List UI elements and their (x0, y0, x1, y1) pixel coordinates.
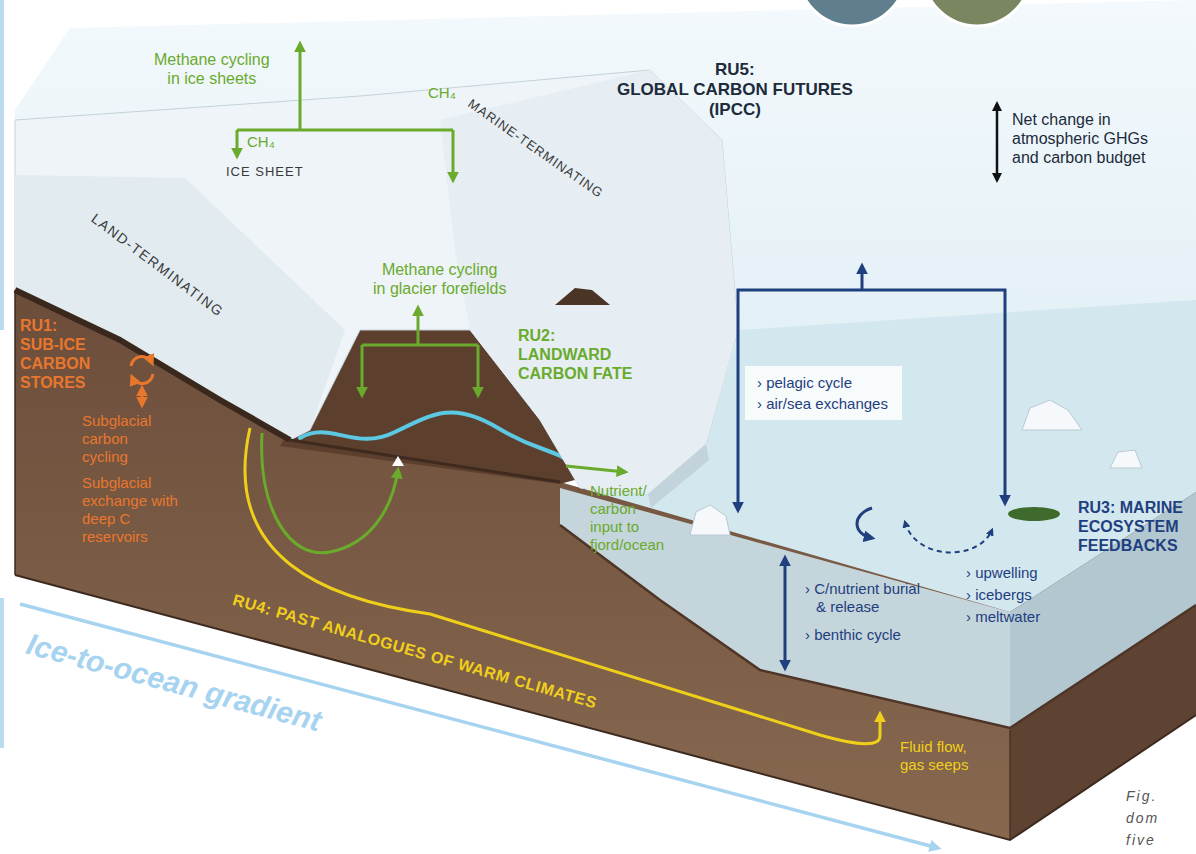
feedback-arrow (905, 522, 992, 552)
caption-fragment: Fig. (1126, 788, 1157, 805)
bullet-text: › benthic cycle (805, 626, 901, 644)
iceberg (1110, 450, 1142, 468)
cycle-arrow (132, 374, 153, 384)
flux-arrow (299, 44, 302, 130)
flux-arrow (361, 345, 364, 395)
region-label: LAND-TERMINATING (88, 210, 227, 321)
region-label: MARINE-TERMINATING (465, 96, 606, 202)
flux-arrow (417, 308, 420, 345)
photo-circle (798, 0, 906, 26)
process-label: Subglacial exchange with deep C reservoi… (82, 474, 178, 546)
sea-ice-panel: › pelagic cycle› air/sea exchanges (745, 366, 902, 420)
gas-label: CH₄ (247, 133, 275, 151)
ice-sheet (15, 70, 738, 494)
unit-heading: RU3: MARINE ECOSYSTEM FEEDBACKS (1078, 498, 1183, 555)
page-accent (0, 0, 4, 330)
spring-symbol (392, 456, 404, 466)
iceberg (1022, 400, 1082, 430)
axis-label: Ice-to-ocean gradient (23, 626, 325, 739)
process-label: Subglacial carbon cycling (82, 412, 151, 466)
bullet-text: › pelagic cycle (757, 372, 852, 393)
page-accent (0, 598, 4, 748)
feedback-arrow (857, 508, 872, 538)
block-edge (15, 575, 1196, 840)
caption-fragment: dom (1126, 810, 1159, 827)
meltwater-river (300, 412, 578, 468)
gradient-arrow (20, 604, 938, 848)
process-label: Methane cycling in glacier forefields (373, 260, 506, 298)
marine-arrows (738, 266, 1005, 668)
bullet-text: › icebergs (966, 586, 1032, 604)
flux-arrow (477, 345, 480, 395)
land-terminating-glacier (15, 175, 345, 440)
groundwater-loop (262, 433, 398, 553)
bullet-text: › air/sea exchanges (757, 393, 888, 414)
land-edge (290, 440, 560, 482)
glacier-bed (15, 290, 290, 440)
ghg-arrow (996, 104, 999, 180)
block-edge (14, 290, 16, 575)
unit-heading: RU2: LANDWARD CARBON FATE (518, 326, 632, 383)
flux-bar (237, 129, 453, 132)
process-label: Fluid flow, gas seeps (900, 738, 968, 774)
process-label: Nutrient/ carbon input to fjord/ocean (590, 482, 664, 554)
unit-heading: RU5: GLOBAL CARBON FUTURES (IPCC) (617, 60, 853, 120)
region-label: ICE SHEET (226, 164, 304, 180)
burial-arrow (784, 558, 787, 668)
bullet-text: › C/nutrient burial & release (805, 580, 920, 616)
flux-bar (362, 344, 478, 347)
caption-fragment: five (1126, 832, 1156, 849)
bullet-text: › meltwater (966, 608, 1040, 626)
process-label: Methane cycling in ice sheets (154, 50, 270, 88)
cycle-arrow (131, 356, 152, 366)
flux-arrow (236, 130, 239, 156)
seabed-line (560, 525, 1196, 728)
block-edge (1009, 730, 1011, 840)
process-label: Net change in atmospheric GHGs and carbo… (1012, 110, 1148, 167)
unit-heading: RU1: SUB-ICE CARBON STORES (20, 316, 90, 392)
ice-cliff (648, 444, 709, 508)
flux-arrow (452, 130, 455, 180)
flux-arrow (861, 266, 864, 290)
exchange-arrow (141, 388, 144, 405)
bullet-text: › upwelling (966, 564, 1038, 582)
methane-arrows (237, 44, 625, 553)
nunatak (555, 288, 610, 305)
algal-bloom (1008, 507, 1060, 521)
subglacial-arrows (131, 356, 153, 405)
photo-circle (923, 0, 1031, 26)
flux-bracket (738, 290, 1005, 510)
iceberg (690, 505, 730, 535)
gas-label: CH₄ (428, 84, 456, 102)
flux-arrow (566, 466, 625, 472)
